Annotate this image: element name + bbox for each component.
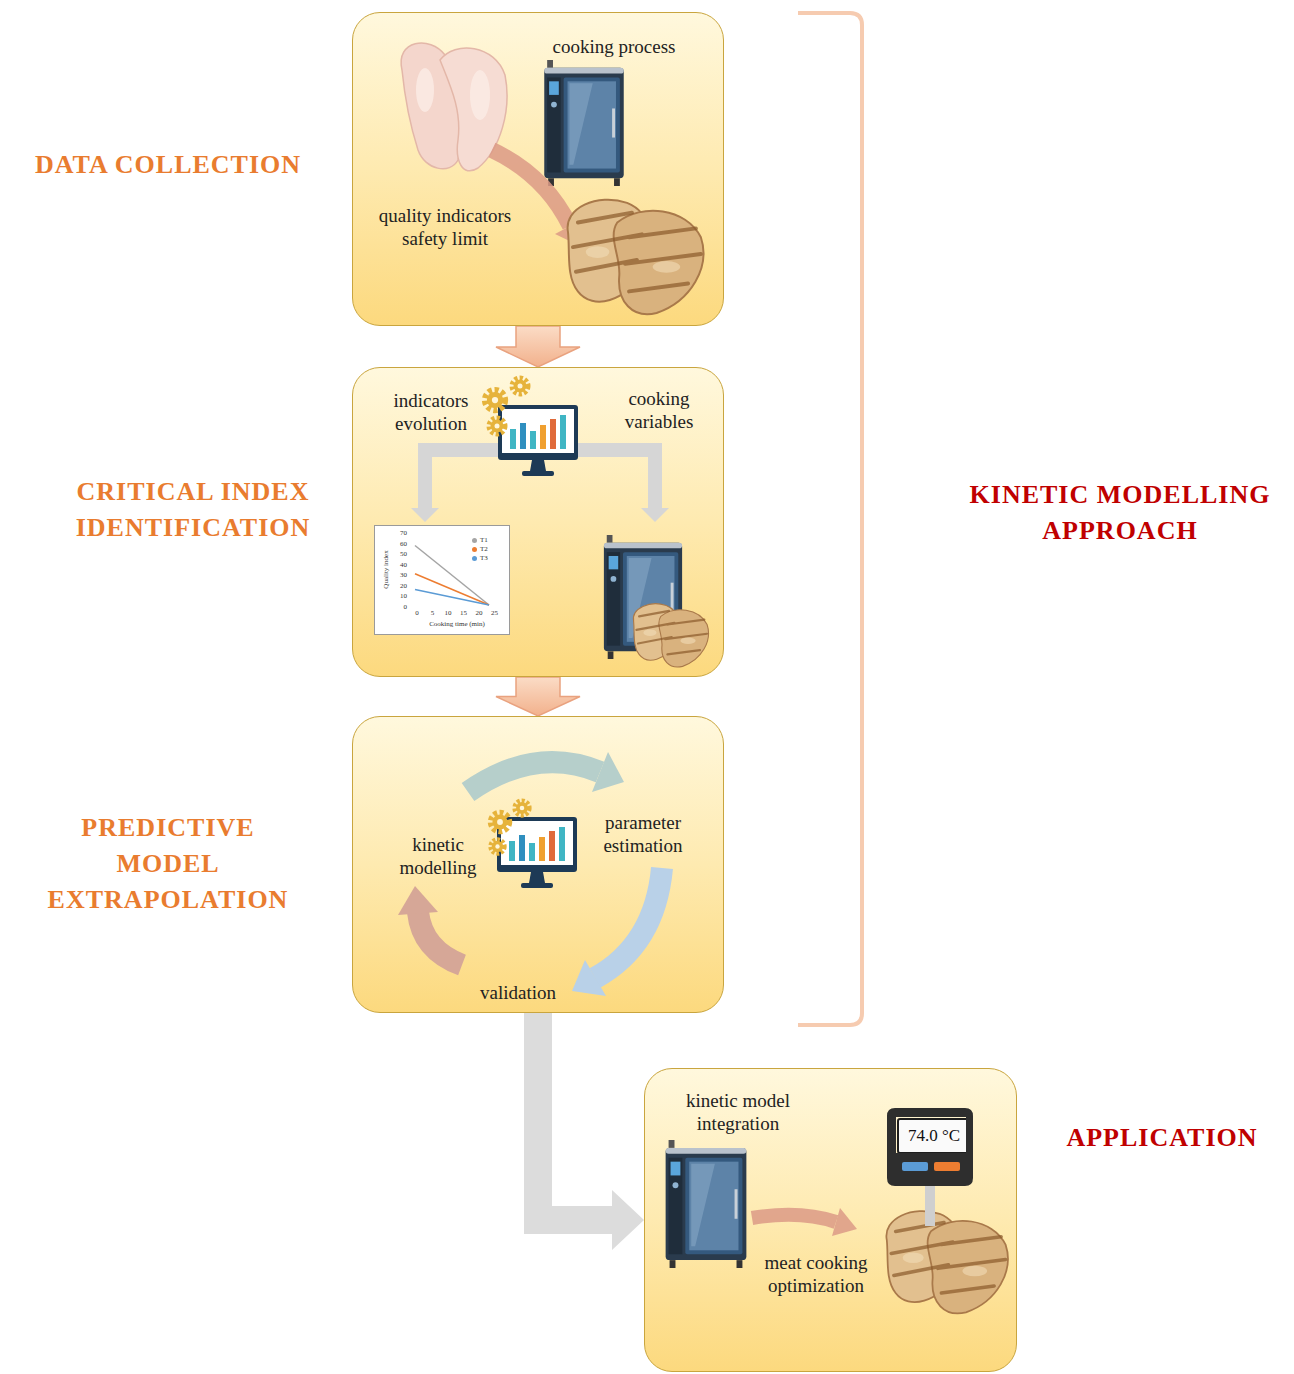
stage-label: DATA COLLECTION [35, 147, 301, 183]
tick-label: 70 [393, 530, 407, 537]
tick-label: 10 [393, 593, 407, 600]
monitor-arrows [425, 450, 498, 508]
oven-icon [666, 1140, 747, 1268]
stage-box: indicators evolution cooking variablesQua… [352, 367, 724, 677]
thermometer [925, 1186, 935, 1226]
gear-icon [485, 390, 505, 410]
box-text: indicators evolution [376, 389, 486, 435]
cycle-arrows [595, 868, 662, 978]
tick-label: 50 [393, 551, 407, 558]
box-text: validation [468, 981, 568, 1004]
cooking-arrow [832, 1208, 857, 1236]
monitor-arrows [641, 508, 669, 522]
tick-label: 10 [441, 610, 455, 617]
gear-icon [489, 418, 505, 434]
thermometer [887, 1108, 973, 1226]
box-text: quality indicators safety limit [365, 204, 525, 250]
tick-label: 25 [488, 610, 502, 617]
cooking-arrow [752, 1208, 857, 1236]
axis-title: Cooking time (min) [417, 621, 497, 628]
chart-frame: Quality indexCooking time (min) T1T2T3 70 6… [374, 525, 510, 635]
raw-chicken [470, 70, 490, 120]
stage-box: kinetic model integration meat cooking op… [644, 1068, 1017, 1372]
tick-label: 5 [426, 610, 440, 617]
box-text: cooking variables [609, 387, 709, 433]
thermometer-display: 74.0 °C [897, 1118, 972, 1154]
box-text: meat cooking optimization [746, 1251, 886, 1297]
box-text: kinetic modelling [393, 833, 483, 879]
legend-text: T3 [480, 555, 496, 562]
tick-label: 20 [393, 583, 407, 590]
legend-text: T2 [480, 546, 496, 553]
cooking-arrow [492, 150, 570, 226]
stage-label: KINETIC MODELLING APPROACH [955, 477, 1285, 549]
stage-box: kinetic modelling parameter estimation val… [352, 716, 724, 1013]
legend-text: T1 [480, 537, 496, 544]
tick-label: 0 [393, 604, 407, 611]
legend-swatch [472, 538, 477, 543]
cycle-arrows [418, 912, 462, 965]
cooked-chicken [633, 604, 708, 667]
bracket [798, 13, 862, 1025]
cycle-arrows [398, 752, 662, 996]
chart-lines [415, 546, 489, 606]
cooking-arrow [752, 1215, 836, 1222]
flow-arrow [496, 326, 580, 367]
gear-icon [491, 813, 510, 832]
chart-lines [415, 589, 489, 605]
cycle-arrows [398, 886, 438, 915]
monitor-arrows [411, 450, 669, 522]
flow-arrow [524, 1013, 644, 1250]
legend-swatch [472, 547, 477, 552]
flow-arrow [496, 677, 580, 716]
raw-chicken [416, 68, 434, 112]
cooked-chicken [886, 1211, 1007, 1313]
gear-icon [491, 840, 505, 854]
cycle-arrows [572, 960, 606, 996]
thermometer [934, 1162, 960, 1171]
box-text: kinetic model integration [663, 1089, 813, 1135]
cooked-chicken [568, 200, 704, 314]
cooking-arrow [555, 218, 585, 246]
gear-icon [515, 801, 530, 816]
legend-swatch [472, 556, 477, 561]
raw-chicken [440, 48, 507, 171]
monitor-icon [498, 405, 578, 476]
temperature-reading: 74.0 °C [899, 1125, 969, 1147]
raw-chicken [401, 43, 507, 171]
gear-icon [512, 378, 528, 394]
tick-label: 0 [410, 610, 424, 617]
oven-icon [544, 60, 623, 186]
oven-icon [604, 535, 682, 659]
stage-box: cooking process quality indicators safety… [352, 12, 724, 326]
stage-label: PREDICTIVE MODEL EXTRAPOLATION [48, 810, 289, 918]
tick-label: 30 [393, 572, 407, 579]
tick-label: 40 [393, 562, 407, 569]
chart-lines [415, 574, 489, 605]
axis-title: Quality index [383, 540, 390, 600]
stage-label: CRITICAL INDEX IDENTIFICATION [76, 474, 311, 546]
thermometer [887, 1108, 973, 1186]
monitor-icon [497, 817, 577, 888]
cycle-arrows [468, 762, 600, 792]
monitor-arrows [411, 508, 439, 522]
cycle-arrows [592, 752, 624, 792]
chart-lines [415, 546, 489, 606]
tick-label: 15 [457, 610, 471, 617]
monitor-arrows [578, 450, 655, 508]
box-text: cooking process [539, 35, 689, 58]
stage-label: APPLICATION [1066, 1120, 1257, 1156]
tick-label: 60 [393, 541, 407, 548]
thermometer [902, 1162, 928, 1171]
box-text: parameter estimation [588, 811, 698, 857]
raw-chicken [401, 43, 464, 169]
tick-label: 20 [472, 610, 486, 617]
cooking-arrow [492, 150, 585, 246]
